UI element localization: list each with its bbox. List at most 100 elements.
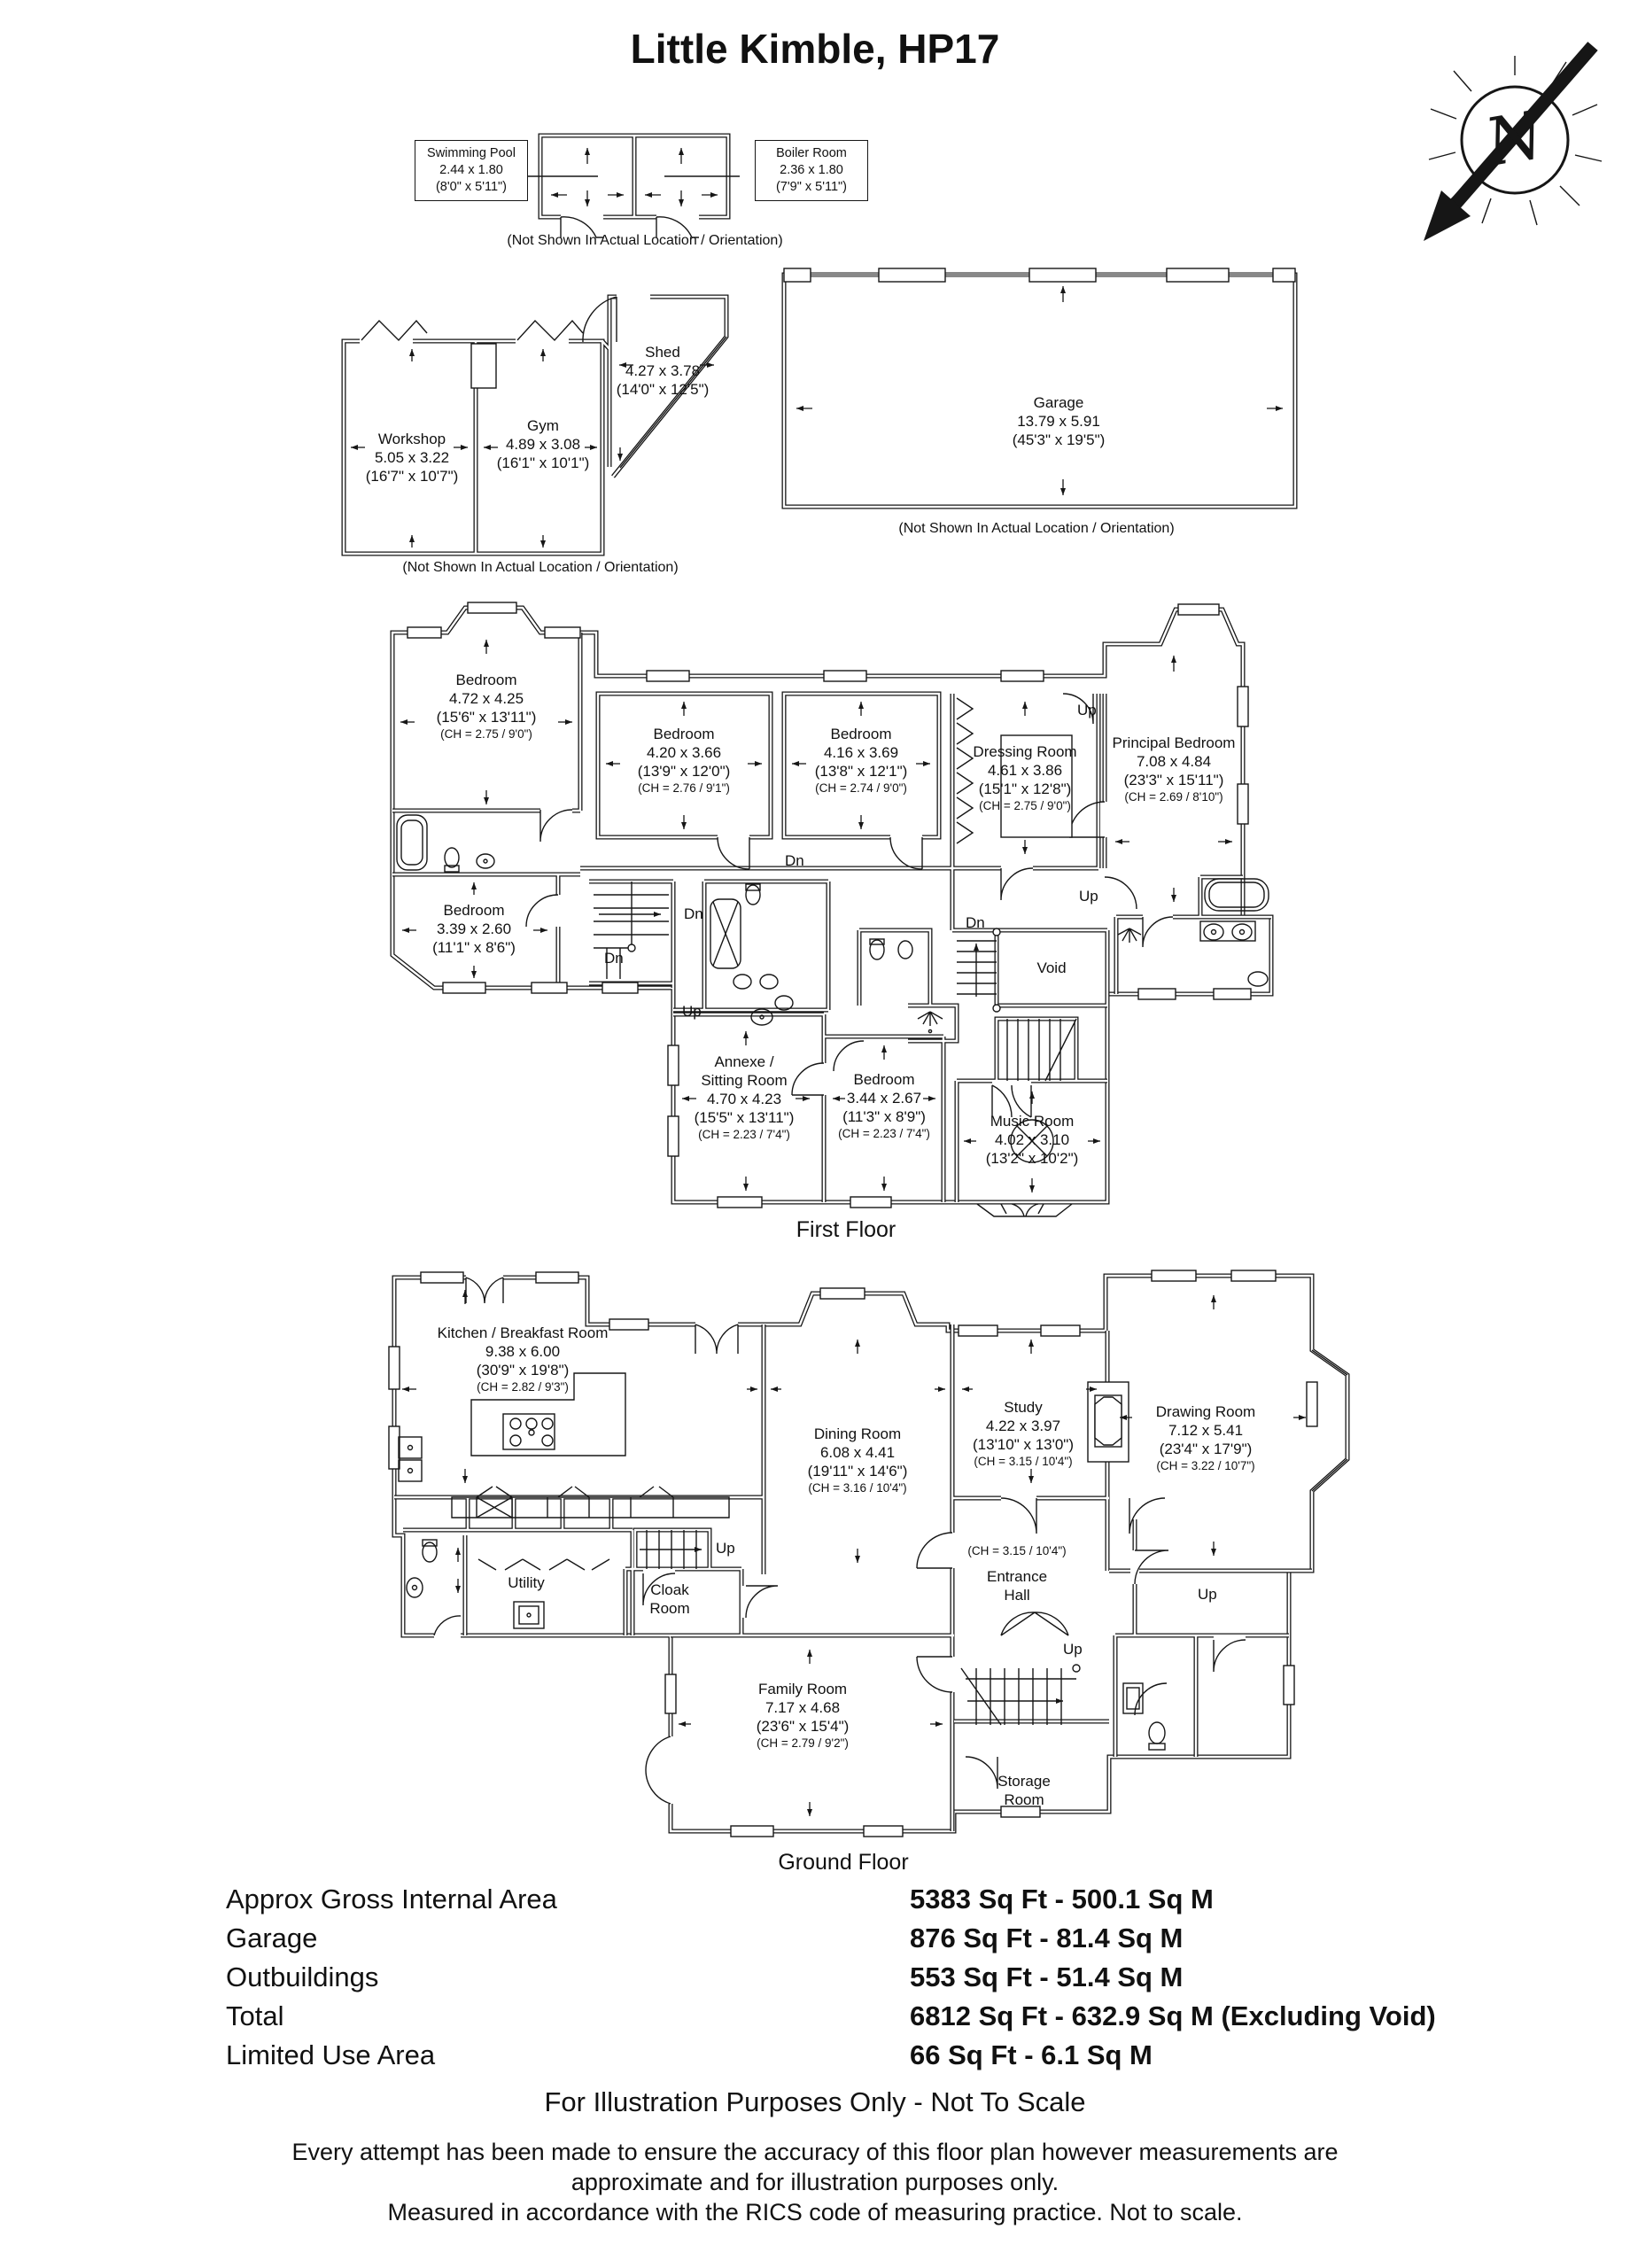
annexe-label: Annexe / Sitting Room 4.70 x 4.23 (15'5"… (695, 1052, 795, 1142)
room-name: Gym (527, 417, 559, 434)
disclaimer-line-2: approximate and for illustration purpose… (570, 2169, 1060, 2195)
room-name: Principal Bedroom (1112, 734, 1236, 751)
summary-row: Total 6812 Sq Ft - 632.9 Sq M (Excluding … (226, 2000, 1436, 2032)
utility-label: Utility (508, 1573, 545, 1592)
summary-value: 876 Sq Ft - 81.4 Sq M (910, 1922, 1184, 1953)
stair-dn-label: Dn (785, 852, 804, 869)
room-ch: (CH = 3.15 / 10'4") (974, 1455, 1073, 1468)
room-ch: (CH = 2.69 / 8'10") (1124, 790, 1223, 804)
family-room-label: Family Room 7.17 x 4.68 (23'6" x 15'4") … (757, 1680, 850, 1751)
void-label: Void (1036, 959, 1066, 977)
boiler-room-label: Boiler Room 2.36 x 1.80 (7'9" x 5'11") (755, 140, 868, 201)
ff-bedroom1-label: Bedroom 4.72 x 4.25 (15'6" x 13'11") (CH… (437, 671, 537, 742)
room-name: Utility (508, 1574, 545, 1591)
room-name: Annexe / (714, 1053, 774, 1070)
room-size-ft: (13'2" x 10'2") (985, 1150, 1079, 1167)
room-size-ft: (11'1" x 8'6") (432, 939, 516, 956)
room-size-m: 4.61 x 3.86 (987, 762, 1063, 779)
summary-label: Approx Gross Internal Area (226, 1884, 557, 1915)
room-size-ft: (15'1" x 12'8") (978, 781, 1072, 797)
room-size-ft: (30'9" x 19'8") (476, 1362, 570, 1379)
summary-value: 6812 Sq Ft - 632.9 Sq M (Excluding Void) (910, 2000, 1436, 2031)
summary-value: 66 Sq Ft - 6.1 Sq M (910, 2039, 1153, 2070)
room-ch: (CH = 2.75 / 9'0") (979, 799, 1071, 812)
room-name: Bedroom (853, 1071, 915, 1088)
music-room-label: Music Room 4.02 x 3.10 (13'2" x 10'2") (986, 1112, 1079, 1168)
summary-label: Outbuildings (226, 1961, 379, 1992)
first-floor-plan (381, 602, 1293, 1217)
room-size-ft: (45'3" x 19'5") (1012, 431, 1106, 448)
summary-value: 5383 Sq Ft - 500.1 Sq M (910, 1884, 1214, 1915)
drawing-room-label: Drawing Room 7.12 x 5.41 (23'4" x 17'9")… (1156, 1402, 1255, 1473)
room-size-ft: (15'5" x 13'11") (694, 1109, 795, 1126)
shed-label: Shed 4.27 x 3.78 (14'0" x 12'5") (617, 343, 710, 399)
stair-up-label: Up (1198, 1586, 1217, 1603)
stair-up-label: Up (1077, 702, 1097, 718)
caption-not-shown-workshop: (Not Shown In Actual Location / Orientat… (402, 560, 679, 575)
room-size-m: 7.12 x 5.41 (1168, 1422, 1244, 1439)
stair-dn-label: Dn (684, 905, 703, 922)
room-name: Workshop (377, 431, 446, 447)
summary-row: Outbuildings 553 Sq Ft - 51.4 Sq M (226, 1961, 1183, 1993)
room-ch: (CH = 2.79 / 9'2") (757, 1736, 849, 1750)
storage-room-label: Storage Room (997, 1772, 1051, 1809)
room-name: Boiler Room (776, 146, 847, 160)
room-size-m: 3.39 x 2.60 (436, 920, 512, 937)
entrance-hall-label: (CH = 3.15 / 10'4") Entrance Hall (967, 1543, 1066, 1604)
room-size-m: 13.79 x 5.91 (1017, 413, 1100, 430)
room-name-2: Sitting Room (701, 1072, 788, 1089)
page-title: Little Kimble, HP17 (630, 26, 1000, 72)
room-size-m: 2.36 x 1.80 (780, 163, 843, 177)
room-name: Drawing Room (1155, 1403, 1256, 1420)
caption-not-shown-garage: (Not Shown In Actual Location / Orientat… (898, 521, 1175, 536)
stair-dn-label: Dn (604, 950, 624, 967)
stair-up-label: Up (716, 1540, 735, 1557)
disclaimer-line-3: Measured in accordance with the RICS cod… (387, 2199, 1243, 2225)
room-name: Bedroom (443, 902, 505, 919)
summary-label: Garage (226, 1922, 318, 1953)
room-size-m: 4.16 x 3.69 (823, 744, 899, 761)
room-name: Void (1036, 959, 1067, 976)
ff-bedroom4-label: Bedroom 3.39 x 2.60 (11'1" x 8'6") (432, 901, 516, 957)
gym-label: Gym 4.89 x 3.08 (16'1" x 10'1") (497, 416, 590, 472)
workshop-gym-shed-plan (328, 292, 775, 571)
room-size-ft: (23'4" x 17'9") (1159, 1441, 1253, 1457)
ground-floor-caption: Ground Floor (778, 1850, 909, 1875)
room-size-m: 4.22 x 3.97 (985, 1418, 1061, 1434)
room-name: Bedroom (830, 726, 892, 742)
room-size-m: 4.89 x 3.08 (505, 436, 581, 453)
illustration-note: For Illustration Purposes Only - Not To … (544, 2086, 1086, 2117)
summary-row: Approx Gross Internal Area 5383 Sq Ft - 5… (226, 1884, 1214, 1915)
room-size-ft: (23'6" x 15'4") (756, 1718, 850, 1735)
room-size-ft: (15'6" x 13'11") (436, 709, 537, 726)
dressing-room-label: Dressing Room 4.61 x 3.86 (15'1" x 12'8"… (973, 742, 1076, 813)
stair-up-label: Up (1079, 888, 1098, 905)
room-ch: (CH = 2.75 / 9'0") (440, 727, 532, 741)
room-size-m: 7.08 x 4.84 (1136, 753, 1212, 770)
caption-not-shown-pool: (Not Shown In Actual Location / Orientat… (507, 233, 783, 248)
room-ch: (CH = 3.16 / 10'4") (808, 1481, 907, 1495)
swimming-pool-label: Swimming Pool 2.44 x 1.80 (8'0" x 5'11") (415, 140, 528, 201)
room-ch: (CH = 2.23 / 7'4") (838, 1127, 930, 1140)
room-size-m: 4.27 x 3.78 (625, 362, 701, 379)
room-size-ft: (8'0" x 5'11") (435, 180, 508, 194)
room-size-m: 6.08 x 4.41 (819, 1444, 896, 1461)
room-name: Entrance (986, 1568, 1048, 1585)
room-size-m: 4.02 x 3.10 (994, 1131, 1070, 1148)
room-size-m: 4.70 x 4.23 (706, 1091, 782, 1107)
summary-value: 553 Sq Ft - 51.4 Sq M (910, 1961, 1184, 1992)
stair-up-label: Up (682, 1003, 702, 1020)
room-size-m: 5.05 x 3.22 (374, 449, 450, 466)
room-size-ft: (11'3" x 8'9") (842, 1108, 926, 1125)
room-name: Shed (645, 344, 680, 361)
room-name: Kitchen / Breakfast Room (437, 1324, 609, 1341)
summary-label: Total (226, 2000, 284, 2031)
room-size-ft: (23'3" x 15'11") (1123, 772, 1224, 788)
pool-boiler-plan (527, 128, 740, 238)
room-name: Music Room (990, 1113, 1075, 1130)
room-name: Study (1004, 1399, 1043, 1416)
room-size-m: 7.17 x 4.68 (765, 1699, 841, 1716)
room-size-ft: (16'1" x 10'1") (496, 454, 590, 471)
first-floor-caption: First Floor (796, 1217, 896, 1242)
